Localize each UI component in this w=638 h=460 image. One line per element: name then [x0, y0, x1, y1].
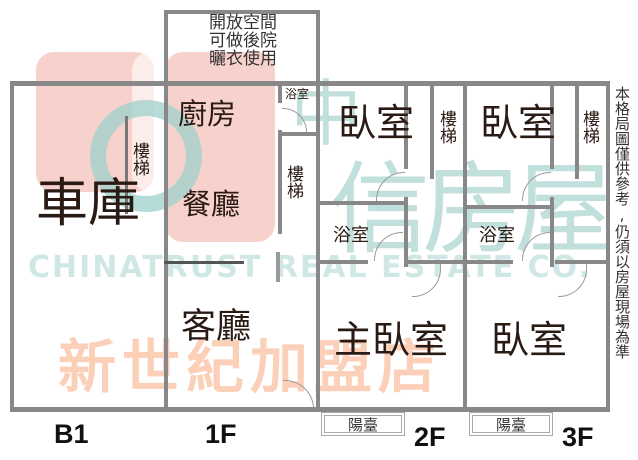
- 1f-bath-label: 浴室: [285, 87, 310, 101]
- floor-label-3f: 3F: [562, 422, 594, 452]
- 2f-stairs-label: 樓梯: [436, 110, 456, 144]
- separator-b1-1f: [164, 81, 168, 412]
- watermark-brand-en: CHINATRUST REAL ESTATE CO.: [28, 250, 592, 285]
- b1-stairs-label: 樓梯: [129, 142, 149, 176]
- 2f-balcony: 陽臺: [321, 412, 405, 436]
- 3f-bath-label: 浴室: [479, 225, 515, 246]
- floor-label-2f: 2F: [414, 422, 446, 452]
- 3f-balcony: 陽臺: [469, 412, 553, 436]
- 2f-master-door[interactable]: [412, 264, 441, 297]
- annex-note: 開放空間 可做後院 曬衣使用: [209, 13, 277, 69]
- outer-wall-right: [606, 81, 610, 412]
- 2f-master-bedroom-label: 主臥室: [334, 318, 449, 362]
- outer-wall-bottom: [10, 407, 610, 412]
- 3f-bedroom-bottom-door[interactable]: [558, 264, 587, 297]
- watermark-brand-cn-visible: 中: [290, 72, 363, 156]
- 2f-bath-label: 浴室: [333, 225, 369, 246]
- separator-1f-2f: [316, 81, 320, 412]
- b1-garage-label: 車庫: [36, 174, 141, 234]
- outer-wall-top: [10, 81, 610, 86]
- 3f-stairs-label: 樓梯: [579, 110, 599, 144]
- separator-2f-3f: [463, 81, 467, 412]
- watermark-franchise: 新世紀加盟店: [58, 333, 443, 401]
- 3f-bedroom-bottom-label: 臥室: [491, 318, 568, 362]
- disclaimer-note: 本格局圖僅供參考,仍須以房屋現場為準: [613, 86, 631, 359]
- floor-label-b1: B1: [54, 419, 89, 449]
- 2f-bedroom-label: 臥室: [338, 101, 415, 145]
- 1f-kitchen-label: 廚房: [178, 97, 237, 131]
- 1f-dining-label: 餐廳: [182, 187, 241, 221]
- 3f-bedroom-top-label: 臥室: [480, 101, 557, 145]
- 1f-living-label: 客廳: [181, 307, 252, 347]
- 1f-stairs-label: 樓梯: [283, 165, 303, 199]
- floor-label-1f: 1F: [205, 419, 237, 449]
- b1-stair-rail: [125, 116, 128, 214]
- outer-wall-left: [10, 81, 14, 412]
